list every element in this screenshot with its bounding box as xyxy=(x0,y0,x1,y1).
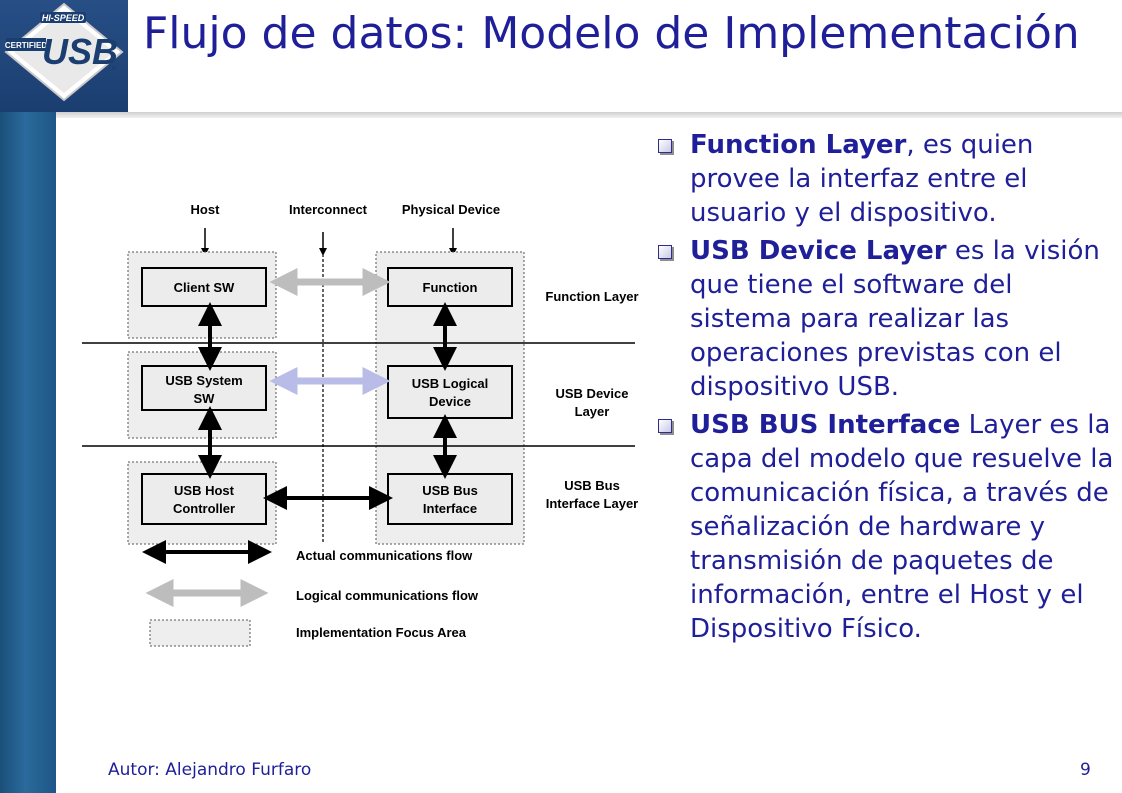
left-decorative-bar xyxy=(0,112,56,793)
logo-hispeed-text: HI-SPEED xyxy=(42,13,85,23)
bullet-box-icon xyxy=(658,245,672,259)
bullet-term: USB BUS Interface xyxy=(690,410,961,440)
logo-usb-text: USB xyxy=(42,31,118,72)
usb-device-layer-label-1: USB Device xyxy=(556,386,629,401)
bullet-term: Function Layer xyxy=(690,130,907,160)
usb-system-sw-label-2: SW xyxy=(194,391,216,406)
usb-host-controller-label-1: USB Host xyxy=(174,483,235,498)
bullet-usb-bus-interface: USB BUS Interface Layer es la capa del m… xyxy=(658,408,1122,646)
function-layer-label: Function Layer xyxy=(545,289,638,304)
usb-host-controller-box xyxy=(141,473,267,525)
function-box xyxy=(387,267,513,307)
usb-system-sw-box xyxy=(141,365,267,411)
bullet-text: Layer es la capa del modelo que resuelve… xyxy=(690,410,1114,644)
usb-device-layer-label-2: Layer xyxy=(575,404,610,419)
footer-author: Autor: Alejandro Furfaro xyxy=(108,760,312,780)
legend-logical-label: Logical communications flow xyxy=(296,588,479,603)
bullet-usb-device-layer: USB Device Layer es la visión que tiene … xyxy=(658,234,1122,404)
bullet-function-layer: Function Layer, es quien provee la inter… xyxy=(658,128,1122,230)
column-interconnect-label: Interconnect xyxy=(289,202,368,217)
bullet-box-icon xyxy=(658,139,672,153)
logo-tm-text: TM xyxy=(108,66,117,72)
header-divider xyxy=(56,112,1122,118)
usb-host-controller-label-2: Controller xyxy=(173,501,235,516)
legend-focus-swatch xyxy=(149,619,251,647)
usb-bus-interface-box xyxy=(387,473,513,525)
usb-certified-logo: HI-SPEED CERTIFIED USB TM xyxy=(0,0,128,112)
usb-logical-device-label-1: USB Logical xyxy=(412,376,489,391)
usb-bus-interface-label-1: USB Bus xyxy=(422,483,478,498)
logo-certified-text: CERTIFIED xyxy=(5,41,47,50)
bullet-text: es la visión que tiene el software del s… xyxy=(690,236,1100,402)
client-sw-label: Client SW xyxy=(174,280,235,295)
page-number: 9 xyxy=(1080,760,1091,780)
client-sw-box xyxy=(141,267,267,307)
usb-system-sw-label-1: USB System xyxy=(165,373,242,388)
bullet-text: , es quien provee la interfaz entre el u… xyxy=(690,130,1034,228)
column-physical-device-label: Physical Device xyxy=(402,202,500,217)
function-label: Function xyxy=(423,280,478,295)
legend-actual-label: Actual communications flow xyxy=(296,548,473,563)
usb-logical-device-label-2: Device xyxy=(429,394,471,409)
usb-logo-icon: HI-SPEED CERTIFIED USB TM xyxy=(4,2,124,102)
usb-bus-interface-layer-label-1: USB Bus xyxy=(564,478,620,493)
usb-implementation-diagram: Host Interconnect Physical Device Client… xyxy=(82,202,639,647)
bullet-list: Function Layer, es quien provee la inter… xyxy=(658,128,1122,650)
bullet-term: USB Device Layer xyxy=(690,236,947,266)
usb-logical-device-box xyxy=(387,365,513,419)
slide-title: Flujo de datos: Modelo de Implementación xyxy=(143,8,1080,59)
usb-bus-interface-label-2: Interface xyxy=(423,501,477,516)
legend-focus-label: Implementation Focus Area xyxy=(296,625,467,640)
bullet-box-icon xyxy=(658,419,672,433)
column-host-label: Host xyxy=(191,202,221,217)
usb-bus-interface-layer-label-2: Interface Layer xyxy=(546,496,639,511)
